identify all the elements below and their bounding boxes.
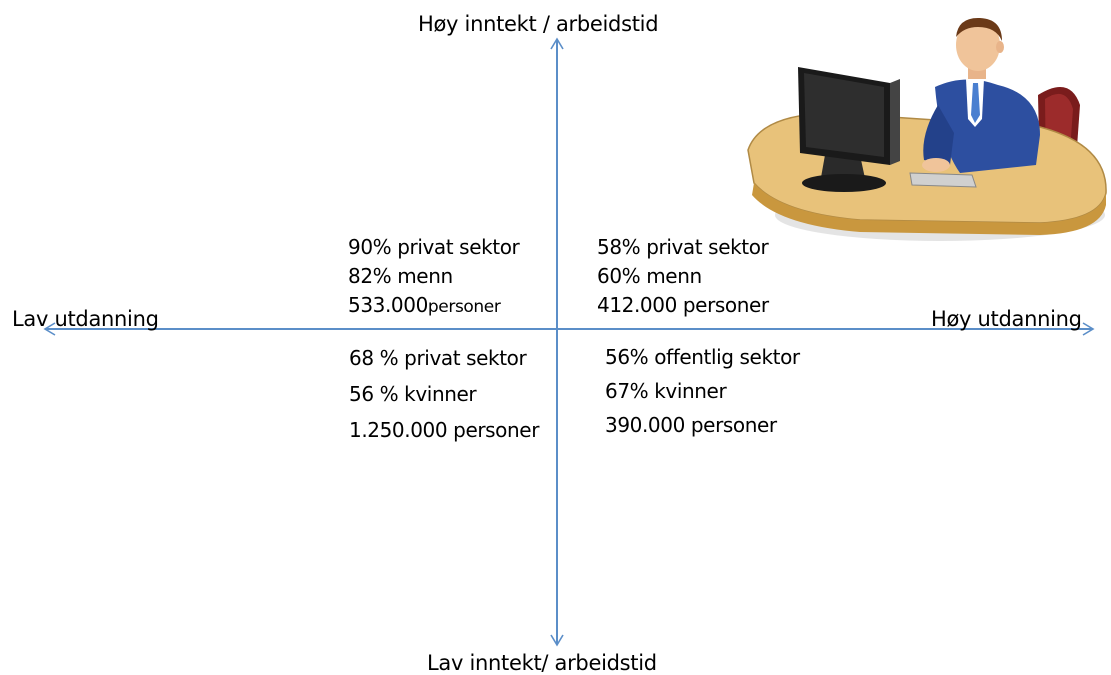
quadrant-sector-text: 68 % privat sektor [349, 346, 527, 370]
axis-label-low-education: Lav utdanning [12, 307, 159, 331]
quadrant-count-unit: personer [427, 297, 501, 317]
quadrant-bottom-right: 56% offentlig sektor 67% kvinner 390.000… [605, 340, 800, 442]
quadrant-gender-text: 60% menn [597, 264, 702, 288]
quadrant-gender-text: 67% kvinner [605, 379, 727, 403]
quadrant-count-text: 390.000 personer [605, 413, 777, 437]
axis-label-high-education: Høy utdanning [931, 307, 1082, 331]
quadrant-count-text: 412.000 personer [597, 293, 769, 317]
quadrant-top-right: 58% privat sektor 60% menn 412.000 perso… [597, 233, 769, 320]
axis-label-high-income: Høy inntekt / arbeidstid [418, 12, 659, 36]
quadrant-count-text: 533.000 [348, 293, 428, 317]
quadrant-sector-text: 90% privat sektor [348, 235, 520, 259]
quadrant-gender-text: 56 % kvinner [349, 382, 477, 406]
quadrant-top-left: 90% privat sektor 82% menn 533.000person… [348, 233, 520, 320]
quadrant-bottom-left: 68 % privat sektor 56 % kvinner 1.250.00… [349, 340, 539, 448]
quadrant-count-text: 1.250.000 personer [349, 418, 540, 442]
axis-label-low-income: Lav inntekt/ arbeidstid [427, 651, 657, 675]
quadrant-sector-text: 58% privat sektor [597, 235, 769, 259]
quadrant-count-line: 533.000personer [348, 291, 519, 320]
quadrant-gender-text: 82% menn [348, 264, 453, 288]
quadrant-sector-text: 56% offentlig sektor [605, 345, 800, 369]
person-at-computer-icon [747, 17, 1107, 241]
